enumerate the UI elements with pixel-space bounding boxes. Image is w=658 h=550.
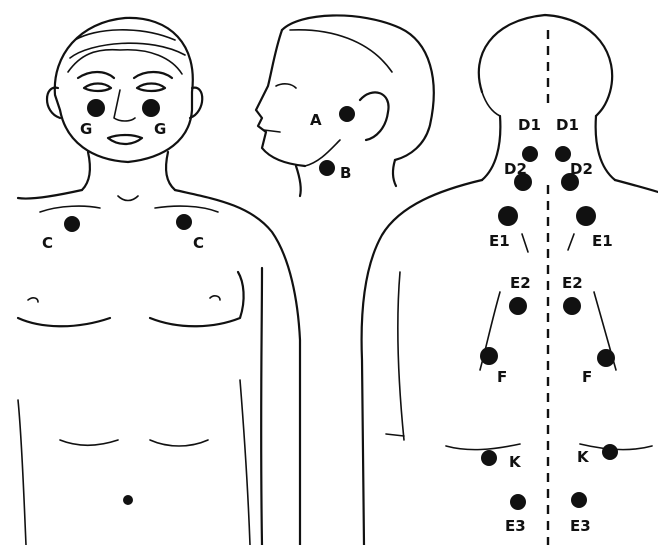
back-e1-tick-right <box>568 234 574 250</box>
front-eye-left <box>84 84 111 92</box>
point-label-b: B <box>340 164 351 182</box>
point-label-d1-left: D1 <box>518 116 541 134</box>
point-marker-a <box>339 106 355 122</box>
point-marker-f-right <box>597 349 615 367</box>
back-elbow-mark <box>386 434 404 436</box>
back-head-outline <box>479 15 612 116</box>
point-label-d1-right: D1 <box>556 116 579 134</box>
point-marker-k-left <box>481 450 497 466</box>
front-nose <box>114 90 135 121</box>
point-marker-e2-right <box>563 297 581 315</box>
point-marker-k-right <box>602 444 618 460</box>
back-shoulder-right <box>615 180 658 192</box>
point-label-e2-right: E2 <box>562 274 583 292</box>
front-navel <box>123 495 133 505</box>
back-head-left <box>482 92 500 116</box>
front-hairline <box>68 50 182 74</box>
point-label-g-right: G <box>154 120 166 138</box>
point-label-g-left: G <box>80 120 92 138</box>
back-waist-left <box>446 444 520 450</box>
front-side-left <box>18 400 26 545</box>
point-marker-c-right <box>176 214 192 230</box>
point-marker-g-left <box>87 99 105 117</box>
front-neck-right <box>166 152 175 190</box>
front-collarbone-right <box>155 206 218 212</box>
back-arm-crease <box>398 272 404 440</box>
front-rib-right <box>150 440 208 446</box>
point-marker-g-right <box>142 99 160 117</box>
point-label-d2-left: D2 <box>504 160 527 178</box>
front-nipple-left <box>28 298 38 302</box>
front-eye-right <box>137 84 165 92</box>
point-marker-e3-left <box>510 494 526 510</box>
point-marker-e2-left <box>509 297 527 315</box>
back-e1-tick-left <box>522 234 528 252</box>
front-mouth <box>108 135 142 144</box>
point-label-k-right: K <box>577 448 590 466</box>
side-hair-top <box>290 30 392 72</box>
front-eyebrow-left <box>78 72 114 78</box>
point-marker-b <box>319 160 335 176</box>
back-neck-left <box>482 116 500 180</box>
front-side-right <box>240 380 250 545</box>
point-label-f-left: F <box>497 368 507 386</box>
point-marker-d1-right <box>555 146 571 162</box>
front-collarbone-left <box>40 206 100 212</box>
front-figure <box>18 18 300 545</box>
point-marker-f-left <box>480 347 498 365</box>
side-hair-outline <box>282 15 434 160</box>
front-sternum-notch <box>118 196 138 201</box>
point-marker-e1-right <box>576 206 596 226</box>
point-marker-c-left <box>64 216 80 232</box>
point-label-d2-right: D2 <box>570 160 593 178</box>
point-marker-e1-left <box>498 206 518 226</box>
side-ear <box>360 92 389 140</box>
point-label-e1-left: E1 <box>489 232 510 250</box>
point-label-c-right: C <box>193 234 204 252</box>
front-pectoral-right <box>150 272 244 326</box>
point-label-c-left: C <box>42 234 53 252</box>
front-arm-inner-right <box>261 268 262 545</box>
point-label-k-left: K <box>509 453 522 471</box>
point-label-e3-left: E3 <box>505 517 526 535</box>
point-label-e1-right: E1 <box>592 232 613 250</box>
front-neck-left <box>82 152 90 190</box>
side-neck-front <box>296 166 301 196</box>
front-pectoral-left <box>18 318 110 326</box>
front-hair-strands <box>70 30 185 58</box>
front-nipple-right <box>210 296 220 300</box>
side-eye <box>276 84 296 88</box>
side-face-profile <box>256 30 305 166</box>
front-eyebrow-right <box>134 72 172 78</box>
front-rib-left <box>60 440 118 445</box>
front-shoulder-left <box>18 190 82 199</box>
point-label-f-right: F <box>582 368 592 386</box>
point-label-e3-right: E3 <box>570 517 591 535</box>
side-neck-back <box>393 160 396 186</box>
back-neck-right <box>596 116 615 180</box>
point-label-e2-left: E2 <box>510 274 531 292</box>
point-marker-e3-right <box>571 492 587 508</box>
back-shoulder-left <box>362 180 482 545</box>
point-label-a: A <box>310 111 322 129</box>
